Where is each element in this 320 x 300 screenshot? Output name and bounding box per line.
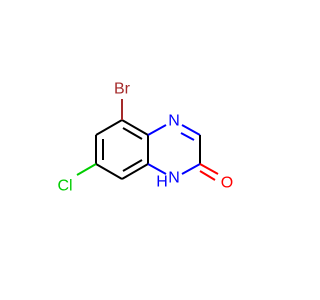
bond-c2-o-outer: [199, 163, 219, 175]
amine-nitrogen-label: N: [168, 170, 180, 187]
ring-nitrogen-label: N: [168, 113, 180, 130]
bond-c7-c8: [95, 163, 123, 180]
bond-c5-c6: [95, 119, 123, 136]
carbonyl-oxygen-label: O: [221, 175, 233, 192]
bond-c2-n1: [181, 163, 201, 175]
bond-c7-cl: [76, 163, 97, 176]
amine-hydrogen-label: H: [156, 174, 168, 191]
bromine-label: Br: [114, 81, 131, 98]
bond-c8-c8a: [121, 163, 149, 180]
bond-c4a-n4: [147, 124, 167, 136]
bond-n4-c3: [181, 124, 201, 136]
molecule-structure: Br Cl N N H O: [57, 81, 233, 195]
bond-c4a-c5: [121, 119, 149, 136]
bond-c8-c8a-inner: [122, 159, 143, 172]
chlorine-label: Cl: [57, 178, 72, 195]
atom-labels: Br Cl N N H O: [57, 81, 233, 195]
bond-n1-c8a: [147, 163, 167, 175]
bond-c2-o-inner: [199, 170, 216, 181]
bond-n4-c3-inner: [180, 132, 195, 141]
bonds: [76, 99, 219, 181]
bond-c4a-c5-inner: [122, 127, 143, 140]
